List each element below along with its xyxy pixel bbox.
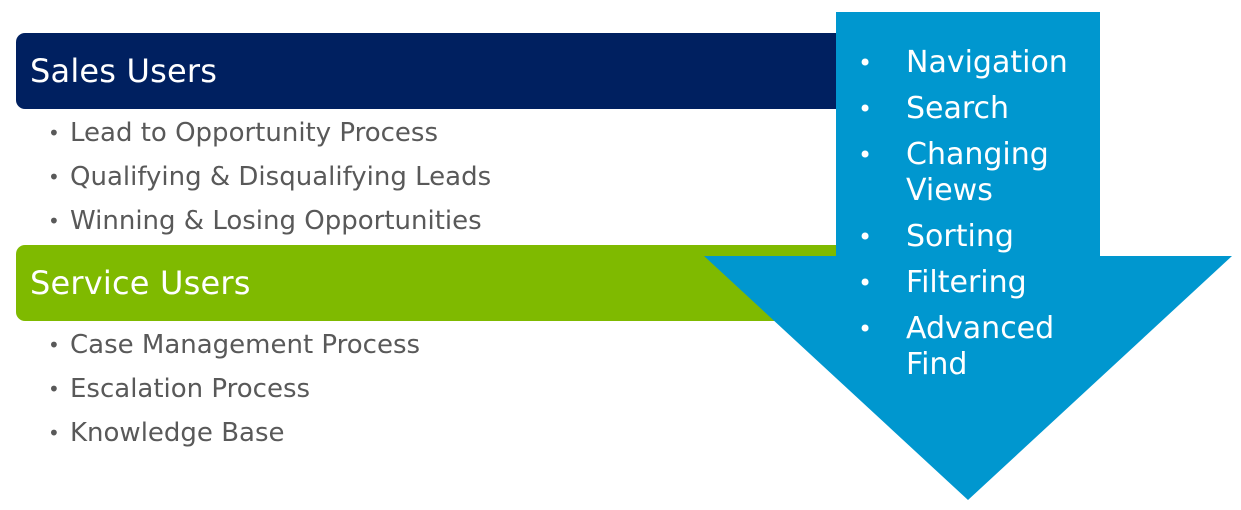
bullet-icon: •: [48, 121, 60, 145]
list-item: •Navigation: [854, 45, 1096, 81]
list-item: •Knowledge Base: [48, 411, 420, 455]
bullet-icon: •: [48, 333, 60, 357]
bullet-icon: •: [858, 49, 873, 77]
bullet-icon: •: [858, 315, 873, 343]
list-item: •Advanced Find: [854, 311, 1096, 383]
bullet-icon: •: [858, 223, 873, 251]
list-item: •Winning & Losing Opportunities: [48, 199, 491, 243]
bullet-icon: •: [48, 165, 60, 189]
bullet-icon: •: [48, 209, 60, 233]
bullet-icon: •: [858, 141, 873, 169]
list-item: •Search: [854, 91, 1096, 127]
bullet-icon: •: [48, 421, 60, 445]
bullet-icon: •: [858, 269, 873, 297]
sales-topics-list: •Lead to Opportunity Process •Qualifying…: [48, 111, 491, 243]
list-item: •Sorting: [854, 219, 1096, 255]
list-item: •Qualifying & Disqualifying Leads: [48, 155, 491, 199]
bullet-icon: •: [48, 377, 60, 401]
list-item: •Lead to Opportunity Process: [48, 111, 491, 155]
list-item: •Case Management Process: [48, 323, 420, 367]
list-item: •Escalation Process: [48, 367, 420, 411]
service-users-title: Service Users: [30, 264, 251, 302]
bullet-icon: •: [858, 95, 873, 123]
list-item: •Changing Views: [854, 137, 1096, 209]
list-item: •Filtering: [854, 265, 1096, 301]
common-features-list: •Navigation •Search •Changing Views •Sor…: [854, 45, 1096, 393]
service-topics-list: •Case Management Process •Escalation Pro…: [48, 323, 420, 455]
sales-users-title: Sales Users: [30, 52, 218, 90]
down-arrow-icon: [704, 12, 1232, 500]
